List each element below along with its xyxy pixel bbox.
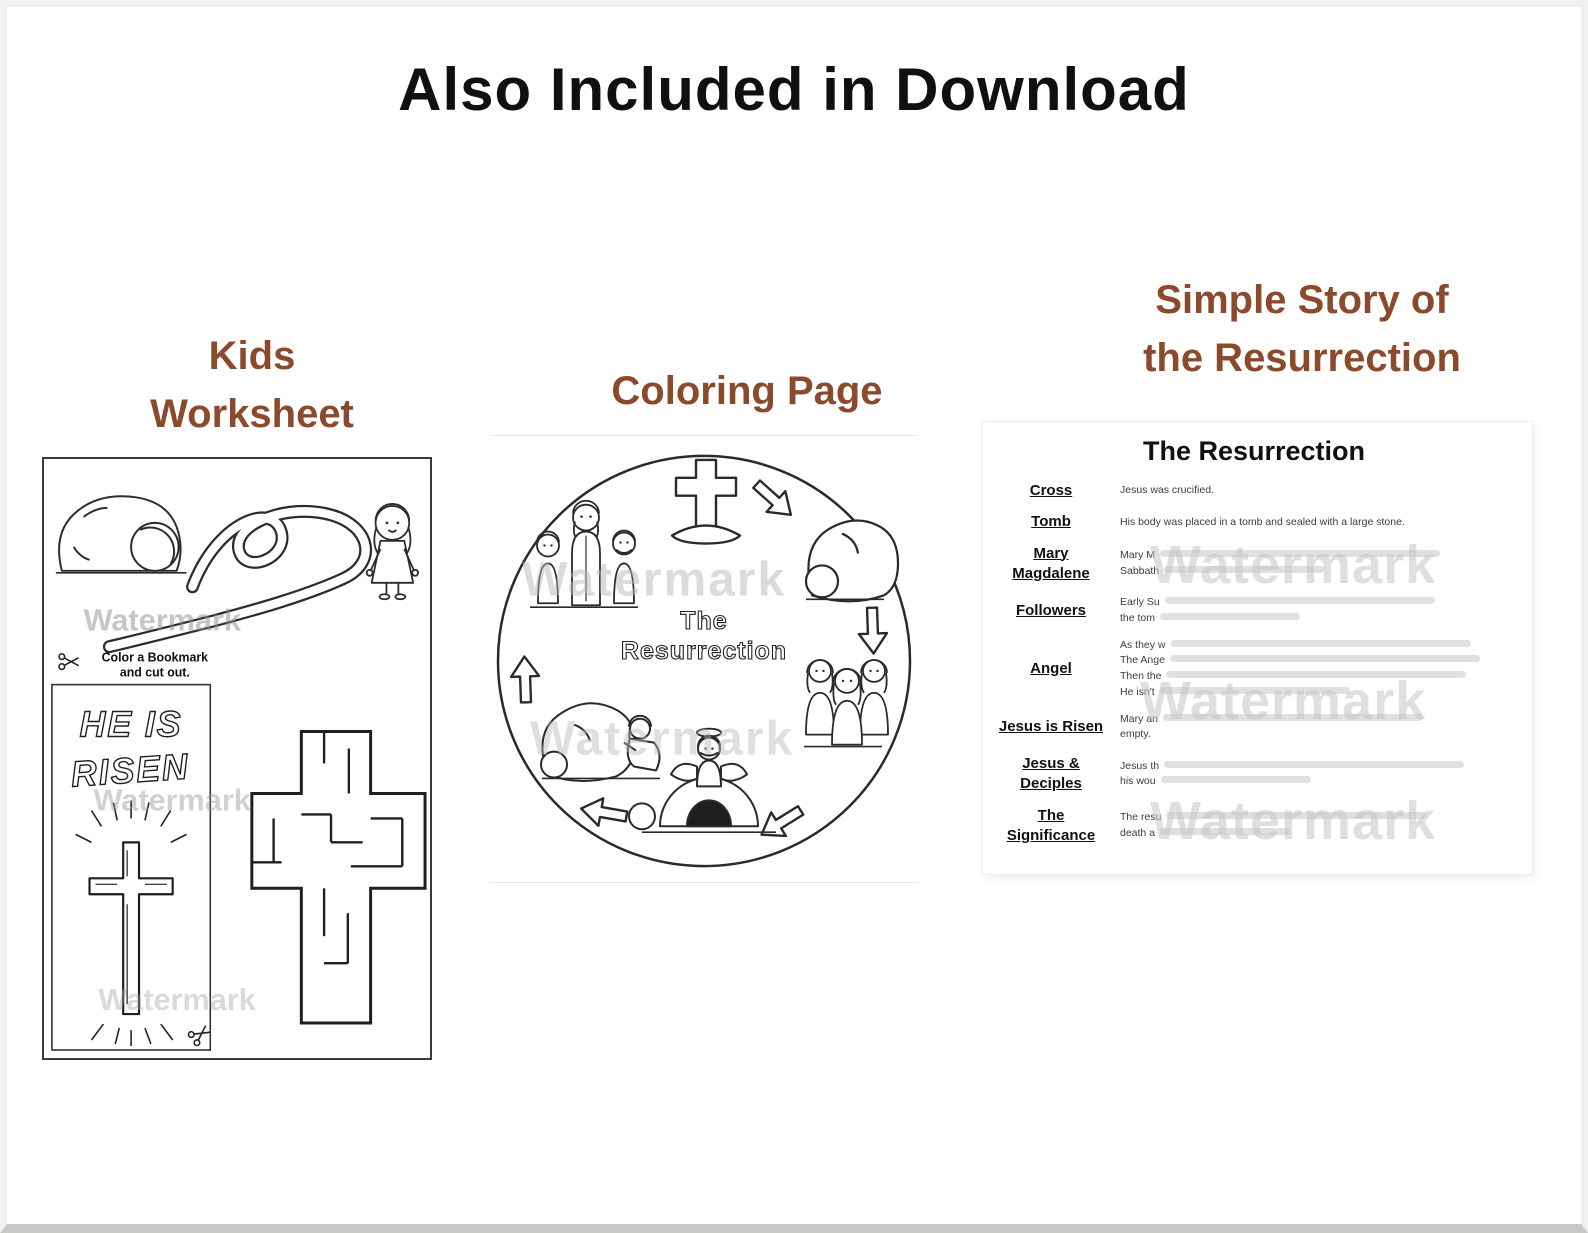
story-row-text: Early Su the tom [1110, 595, 1516, 627]
story-row-label: Angel [1030, 659, 1072, 677]
story-row-text: Jesus was crucified. [1120, 484, 1214, 497]
story-row-text: Jesus th his wou [1110, 759, 1516, 791]
bookmark-instruction-line2: and cut out. [120, 666, 190, 680]
worksheet-drawing: Color a Bookmark and cut out. HE IS RISE… [51, 495, 427, 1051]
women-group [804, 659, 889, 748]
story-row-label: Followers [1015, 601, 1086, 619]
story-page-preview: The Resurrection Cross Jesus was crucifi… [982, 422, 1532, 874]
story-row-text: Mary an empty. [1110, 712, 1516, 744]
watermark: Watermark [84, 603, 242, 638]
story-doc-title: The Resurrection [1142, 436, 1366, 466]
worksheet-heading: Kids Worksheet [150, 334, 354, 436]
table-row: Jesus &Deciples Jesus th his wou [992, 754, 1516, 795]
scissors-icon [187, 1025, 211, 1047]
story-heading: Simple Story of the Resurrection [1143, 278, 1461, 380]
coloring-title-line2: Resurrection [621, 637, 787, 665]
table-row: Angel As they w The Ange Then the He isn… [992, 638, 1516, 701]
watermark: Watermark [530, 713, 794, 766]
bookmark-cross [88, 841, 174, 1016]
scissors-icon [58, 653, 80, 671]
kneeling-woman-tomb [540, 702, 661, 782]
story-row-text: His body was placed in a tomb and sealed… [1120, 515, 1405, 528]
story-row-label: Cross [1029, 482, 1073, 499]
tracing-squiggle [102, 504, 373, 654]
worksheet-preview: Color a Bookmark and cut out. HE IS RISE… [42, 457, 432, 1060]
story-row-label: Jesus is Risen [998, 718, 1104, 736]
table-row: Followers Early Su the tom [992, 595, 1516, 627]
page-title: Also Included in Download [398, 56, 1190, 123]
girl-figure [365, 503, 420, 601]
jesus-group [530, 499, 638, 609]
bookmark: HE IS RISEN [51, 683, 212, 1051]
watermark: Watermark [93, 782, 251, 817]
coloring-heading: Coloring Page [611, 369, 883, 413]
tomb-drawing [55, 495, 187, 574]
cross-maze [250, 730, 427, 1025]
bookmark-instruction-line1: Color a Bookmark [102, 651, 208, 665]
cross-headstone [670, 458, 742, 545]
watermark: Watermark [98, 982, 256, 1017]
bookmark-text-line1: HE IS [80, 704, 183, 744]
sealed-tomb-rock [804, 519, 900, 603]
angel-on-tomb [628, 727, 776, 834]
watermark: Watermark [522, 553, 786, 606]
bookmark-text-line2: RISEN [70, 746, 191, 794]
story-row-text: As they w The Ange Then the He isn't [1110, 638, 1516, 701]
story-row-text: The resu death a [1110, 810, 1516, 842]
story-row-label: Jesus &Deciples [1020, 755, 1082, 793]
table-row: Jesus is Risen Mary an empty. [992, 712, 1516, 744]
rays-top [75, 800, 187, 844]
rays-bottom [90, 1023, 174, 1047]
story-row-text: Mary M Sabbath [1110, 548, 1516, 580]
story-row-label: Tomb [1031, 513, 1071, 531]
table-row: Cross Jesus was crucified. [992, 481, 1516, 501]
coloring-page-preview: The Resurrection Watermark Watermark [490, 435, 918, 883]
coloring-title-line1: The [680, 607, 727, 635]
coloring-page-drawing: The Resurrection Watermark Watermark [496, 454, 912, 868]
table-row: Tomb His body was placed in a tomb and s… [992, 512, 1516, 532]
